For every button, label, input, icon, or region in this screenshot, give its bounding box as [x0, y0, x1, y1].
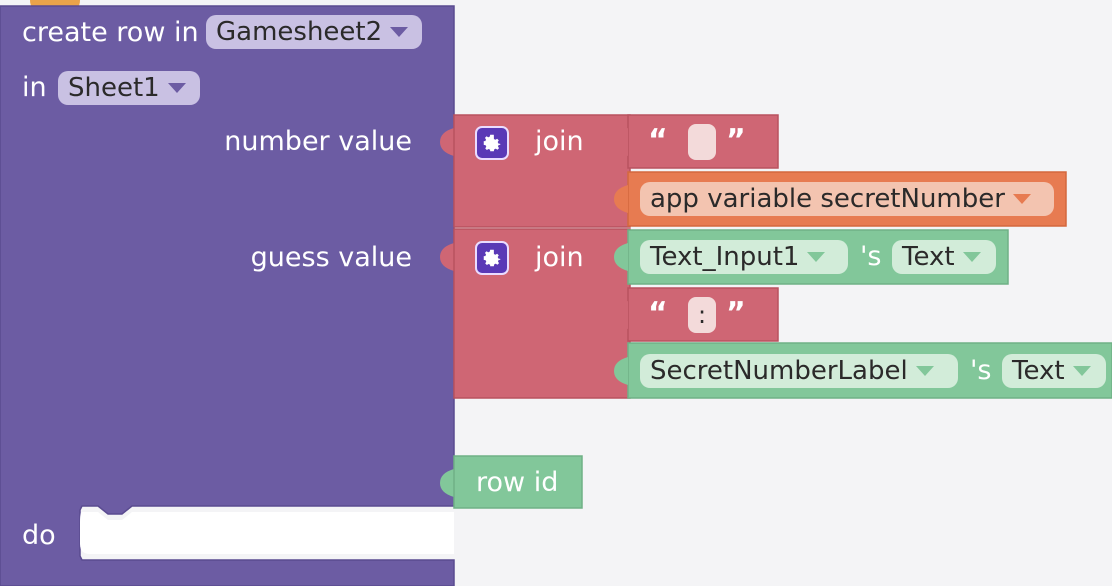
text-literal-colon-field[interactable]: : [688, 297, 716, 333]
property-dropdown[interactable]: Text [892, 240, 996, 274]
property-value: Text [1012, 356, 1065, 386]
gear-icon [483, 134, 501, 152]
chevron-down-icon [390, 27, 409, 37]
chevron-down-icon [167, 83, 186, 93]
property-value: Text [902, 242, 955, 272]
gear-icon [483, 249, 501, 267]
property-dropdown[interactable]: Text [1002, 354, 1106, 388]
text-literal-empty-field[interactable] [688, 124, 716, 160]
component-dropdown[interactable]: SecretNumberLabel [640, 354, 958, 388]
close-quote-icon: ” [726, 123, 746, 158]
join-label: join [535, 126, 584, 157]
component-value: Text_Input1 [650, 242, 800, 272]
possessive-label: 's [970, 355, 992, 386]
component-dropdown[interactable]: Text_Input1 [640, 240, 848, 274]
chevron-down-icon [962, 252, 981, 262]
do-label: do [22, 520, 56, 551]
chevron-down-icon [807, 252, 826, 262]
sheet-target-dropdown[interactable]: Gamesheet2 [206, 15, 422, 49]
sheet-target-value: Gamesheet2 [216, 17, 383, 47]
in-label: in [22, 72, 47, 103]
chevron-down-icon [1072, 366, 1091, 376]
open-quote-icon: “ [648, 296, 668, 331]
open-quote-icon: “ [648, 123, 668, 158]
component-value: SecretNumberLabel [650, 356, 908, 386]
possessive-label: 's [860, 241, 882, 272]
sheet-name-value: Sheet1 [68, 73, 160, 103]
app-variable-dropdown[interactable]: app variable secretNumber [640, 182, 1054, 216]
chevron-down-icon [1012, 194, 1031, 204]
number-value-label: number value [224, 126, 412, 157]
chevron-down-icon [915, 366, 934, 376]
guess-value-label: guess value [250, 242, 412, 273]
join-label: join [535, 242, 584, 273]
create-row-label: create row in [22, 17, 199, 48]
row-id-label[interactable]: row id [476, 467, 559, 498]
sheet-name-dropdown[interactable]: Sheet1 [58, 71, 200, 105]
app-variable-value: app variable secretNumber [650, 184, 1005, 214]
close-quote-icon: ” [726, 296, 746, 331]
join-mutator-gear-button[interactable] [475, 241, 509, 275]
join-mutator-gear-button[interactable] [475, 126, 509, 160]
